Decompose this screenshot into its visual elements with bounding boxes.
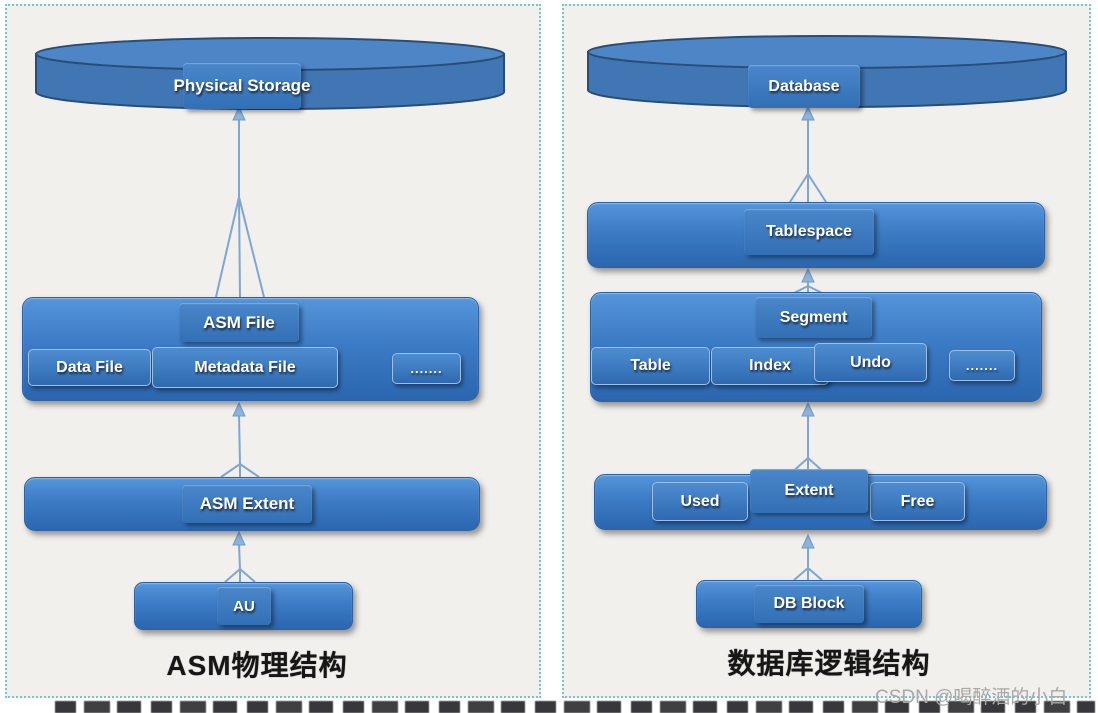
- physical-storage-label: Physical Storage: [174, 63, 311, 109]
- asm-file-label: ASM File: [179, 303, 299, 342]
- panel-db-logical: Database Tablespace Segment Table Index …: [562, 4, 1091, 698]
- data-file-subbox: Data File: [28, 349, 151, 386]
- free-subbox: Free: [870, 482, 965, 521]
- db-block-label: DB Block: [754, 585, 864, 623]
- cropped-text-strip: [55, 701, 1095, 713]
- segment-ellipsis-subbox: .......: [949, 350, 1015, 381]
- extent-label: Extent: [750, 469, 868, 513]
- asm-file-ellipsis-subbox: .......: [392, 353, 461, 384]
- metadata-file-subbox: Metadata File: [152, 347, 338, 388]
- index-subbox: Index: [711, 347, 829, 385]
- tablespace-label: Tablespace: [744, 209, 874, 255]
- asm-physical-caption: ASM物理结构: [166, 650, 348, 681]
- csdn-watermark: CSDN @喝醉酒的小白: [875, 687, 1068, 708]
- au-label: AU: [217, 587, 271, 625]
- undo-subbox: Undo: [814, 343, 927, 382]
- database-label: Database: [748, 65, 860, 108]
- panel-asm-physical: Physical Storage ASM File Data File Meta…: [5, 4, 541, 698]
- asm-extent-label: ASM Extent: [182, 485, 312, 523]
- segment-label: Segment: [755, 297, 872, 338]
- db-connector-arrows: [789, 105, 827, 581]
- db-logical-caption: 数据库逻辑结构: [727, 648, 931, 679]
- table-subbox: Table: [591, 347, 710, 385]
- used-subbox: Used: [652, 482, 748, 521]
- asm-connector-arrows: [215, 105, 265, 583]
